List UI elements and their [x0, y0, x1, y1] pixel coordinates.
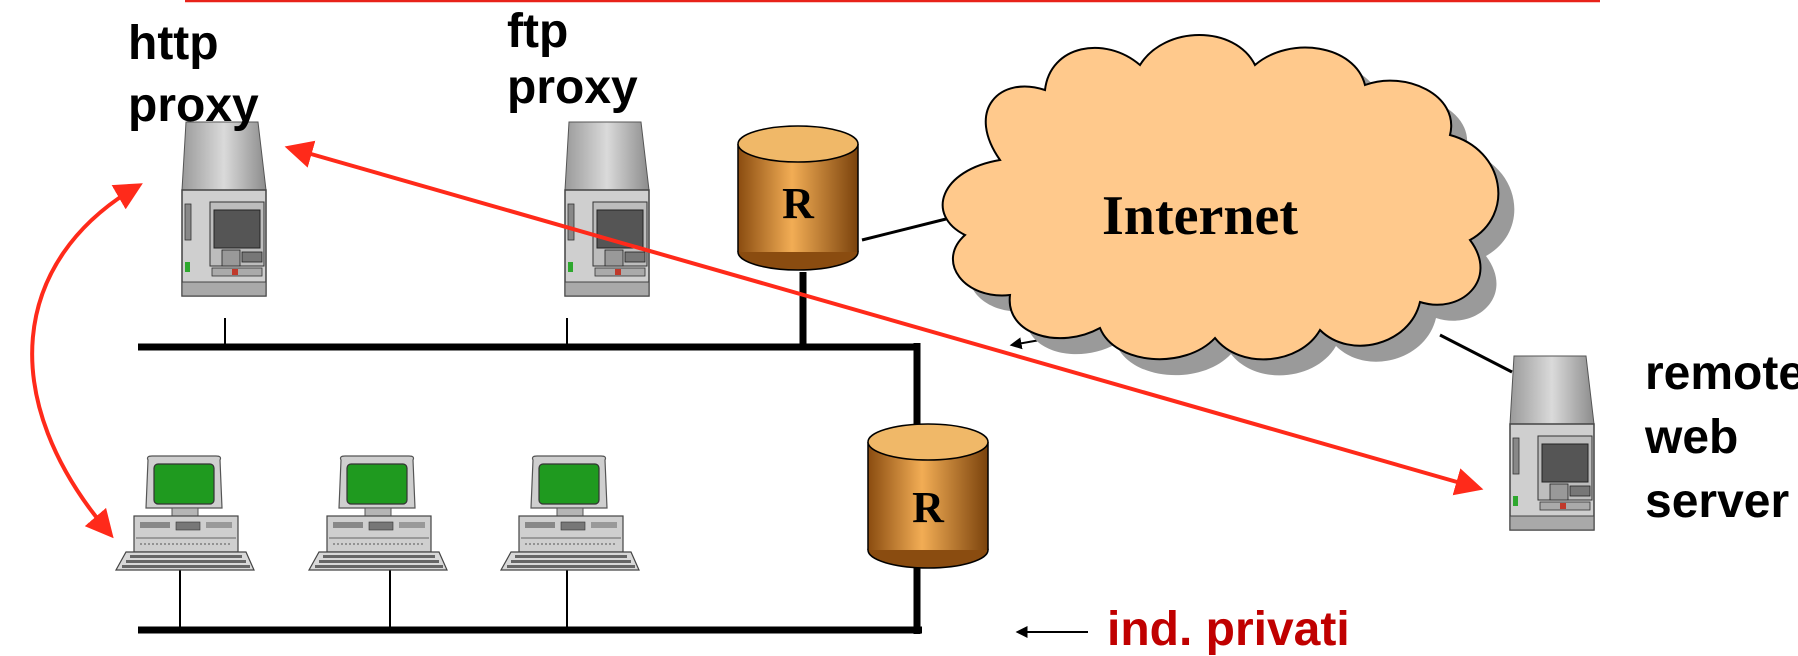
- http-proxy-label: http proxy: [128, 17, 259, 132]
- client-pc-3: [500, 455, 640, 571]
- router-internet-link: [861, 216, 951, 242]
- ftp-proxy-server: [564, 121, 650, 297]
- http-proxy-server: [181, 121, 267, 297]
- client-pc-2: [308, 455, 448, 571]
- bottom-router-label: R: [912, 483, 945, 532]
- internet-server-link: [1439, 333, 1513, 374]
- client-pc-1: [115, 455, 255, 571]
- proxy-to-server-arrow: [284, 140, 1484, 496]
- bottom-router: R: [867, 423, 989, 569]
- remote-web-server-label: remote web server: [1645, 347, 1798, 528]
- upper-lan-arrow: [1009, 337, 1041, 350]
- ftp-proxy-label: ftp proxy: [507, 5, 638, 114]
- top-router: R: [737, 125, 859, 271]
- private-addresses-label: ind. privati: [1107, 603, 1350, 656]
- top-router-label: R: [782, 179, 815, 228]
- remote-web-server: [1509, 355, 1595, 531]
- client-to-proxy-arrow: [30, 183, 143, 539]
- cloud-label: Internet: [1102, 185, 1298, 247]
